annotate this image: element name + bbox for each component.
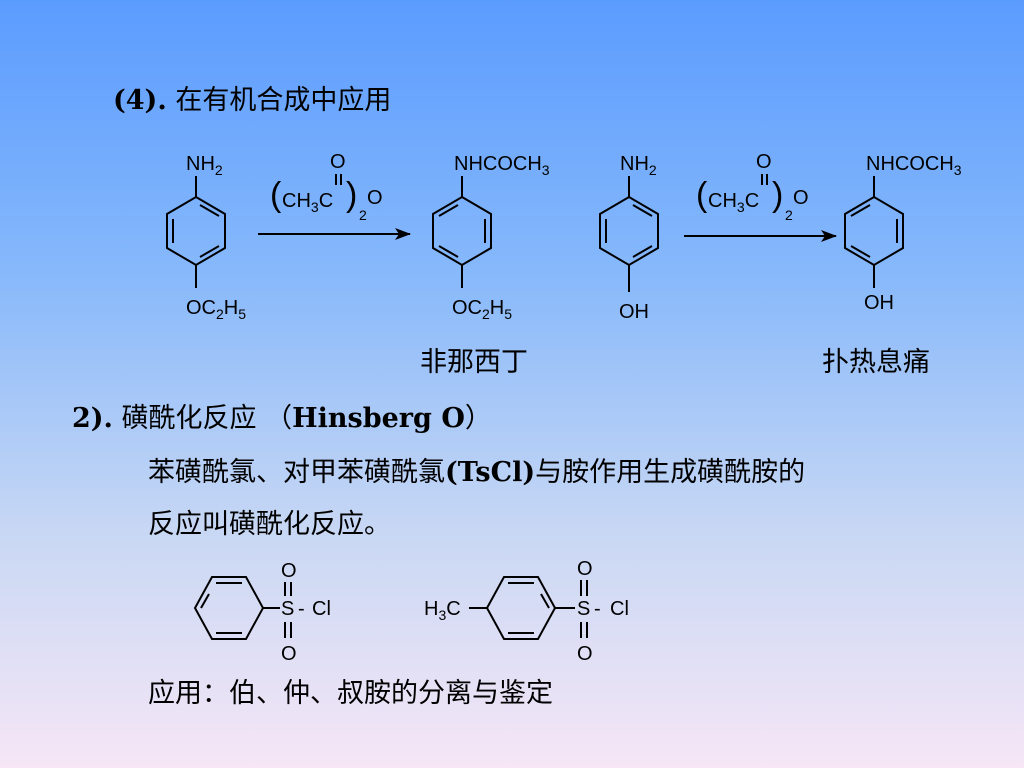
molecule-phenacetin: NHCOCH3 OC2H5 <box>432 153 550 322</box>
section-heading-4: (4). 在有机合成中应用 <box>113 78 391 117</box>
section-number: 2). <box>72 403 113 434</box>
tscl-abbrev: (TsCl) <box>445 457 536 488</box>
molecule-p-aminophenol: NH2 OH <box>599 153 659 323</box>
molecule-tosyl-chloride: H3C S - Cl O O <box>424 558 629 665</box>
description-line-1: 苯磺酰氯、对甲苯磺酰氯(TsCl)与胺作用生成磺酰胺的 <box>148 447 805 499</box>
svg-text:OH: OH <box>864 292 894 314</box>
application-line: 应用：伯、仲、叔胺的分离与鉴定 <box>148 678 553 709</box>
svg-text:O: O <box>577 558 593 580</box>
description-line-2: 反应叫磺酰化反应。 <box>148 509 391 540</box>
svg-text:): ) <box>772 176 783 214</box>
svg-text:2: 2 <box>785 207 793 223</box>
svg-text:S: S <box>577 598 590 620</box>
svg-text:O: O <box>281 643 297 665</box>
svg-text:O: O <box>330 151 346 173</box>
desc-text-a: 苯磺酰氯、对甲苯磺酰氯 <box>148 457 445 488</box>
molecule-p-phenetidine: NH2 OC2H5 <box>166 153 246 322</box>
svg-text:OC2H5: OC2H5 <box>186 297 246 322</box>
section-title: 磺酰化反应 <box>121 403 257 434</box>
svg-text:NH2: NH2 <box>620 153 657 178</box>
svg-text:CH3C: CH3C <box>282 190 333 215</box>
product-label-paracetamol: 扑热息痛 <box>822 347 930 378</box>
hinsberg-name: Hinsberg O <box>292 403 465 434</box>
svg-text:O: O <box>367 187 383 209</box>
paren-open: （ <box>265 403 293 434</box>
svg-text:NH2: NH2 <box>186 153 223 178</box>
product-label-phenacetin: 非那西丁 <box>420 347 528 378</box>
svg-text:CH3C: CH3C <box>708 190 759 215</box>
svg-text:O: O <box>577 643 593 665</box>
svg-text:-: - <box>594 598 601 620</box>
svg-text:(: ( <box>696 176 708 214</box>
svg-text:NHCOCH3: NHCOCH3 <box>454 153 550 178</box>
molecule-benzenesulfonyl-chloride: S - Cl O O <box>193 560 331 665</box>
svg-text:H3C: H3C <box>424 598 461 623</box>
desc-text-c: 与胺作用生成磺酰胺的 <box>535 457 806 488</box>
molecule-paracetamol: NHCOCH3 OH <box>844 153 962 314</box>
svg-text:OC2H5: OC2H5 <box>452 297 512 322</box>
svg-text:S: S <box>281 598 294 620</box>
svg-text:O: O <box>793 187 809 209</box>
svg-text:-: - <box>298 598 305 620</box>
paren-close: ） <box>464 403 492 434</box>
section-heading-2: 2). 磺酰化反应 （Hinsberg O） <box>72 396 492 435</box>
svg-text:): ) <box>346 176 357 214</box>
svg-text:NHCOCH3: NHCOCH3 <box>866 153 962 178</box>
section-number: (4). <box>113 85 167 116</box>
svg-text:2: 2 <box>359 207 367 223</box>
description-paragraph: 苯磺酰氯、对甲苯磺酰氯(TsCl)与胺作用生成磺酰胺的 反应叫磺酰化反应。 <box>148 447 805 551</box>
svg-text:(: ( <box>270 176 282 214</box>
svg-text:OH: OH <box>619 301 649 323</box>
svg-text:O: O <box>281 560 297 582</box>
svg-text:Cl: Cl <box>312 598 331 620</box>
svg-text:Cl: Cl <box>610 598 629 620</box>
section-title: 在有机合成中应用 <box>175 85 392 116</box>
reaction-arrow-1: O ( CH3C ) 2 O <box>258 151 411 240</box>
svg-text:O: O <box>756 151 772 173</box>
reaction-arrow-2: O ( CH3C ) 2 O <box>684 151 837 242</box>
